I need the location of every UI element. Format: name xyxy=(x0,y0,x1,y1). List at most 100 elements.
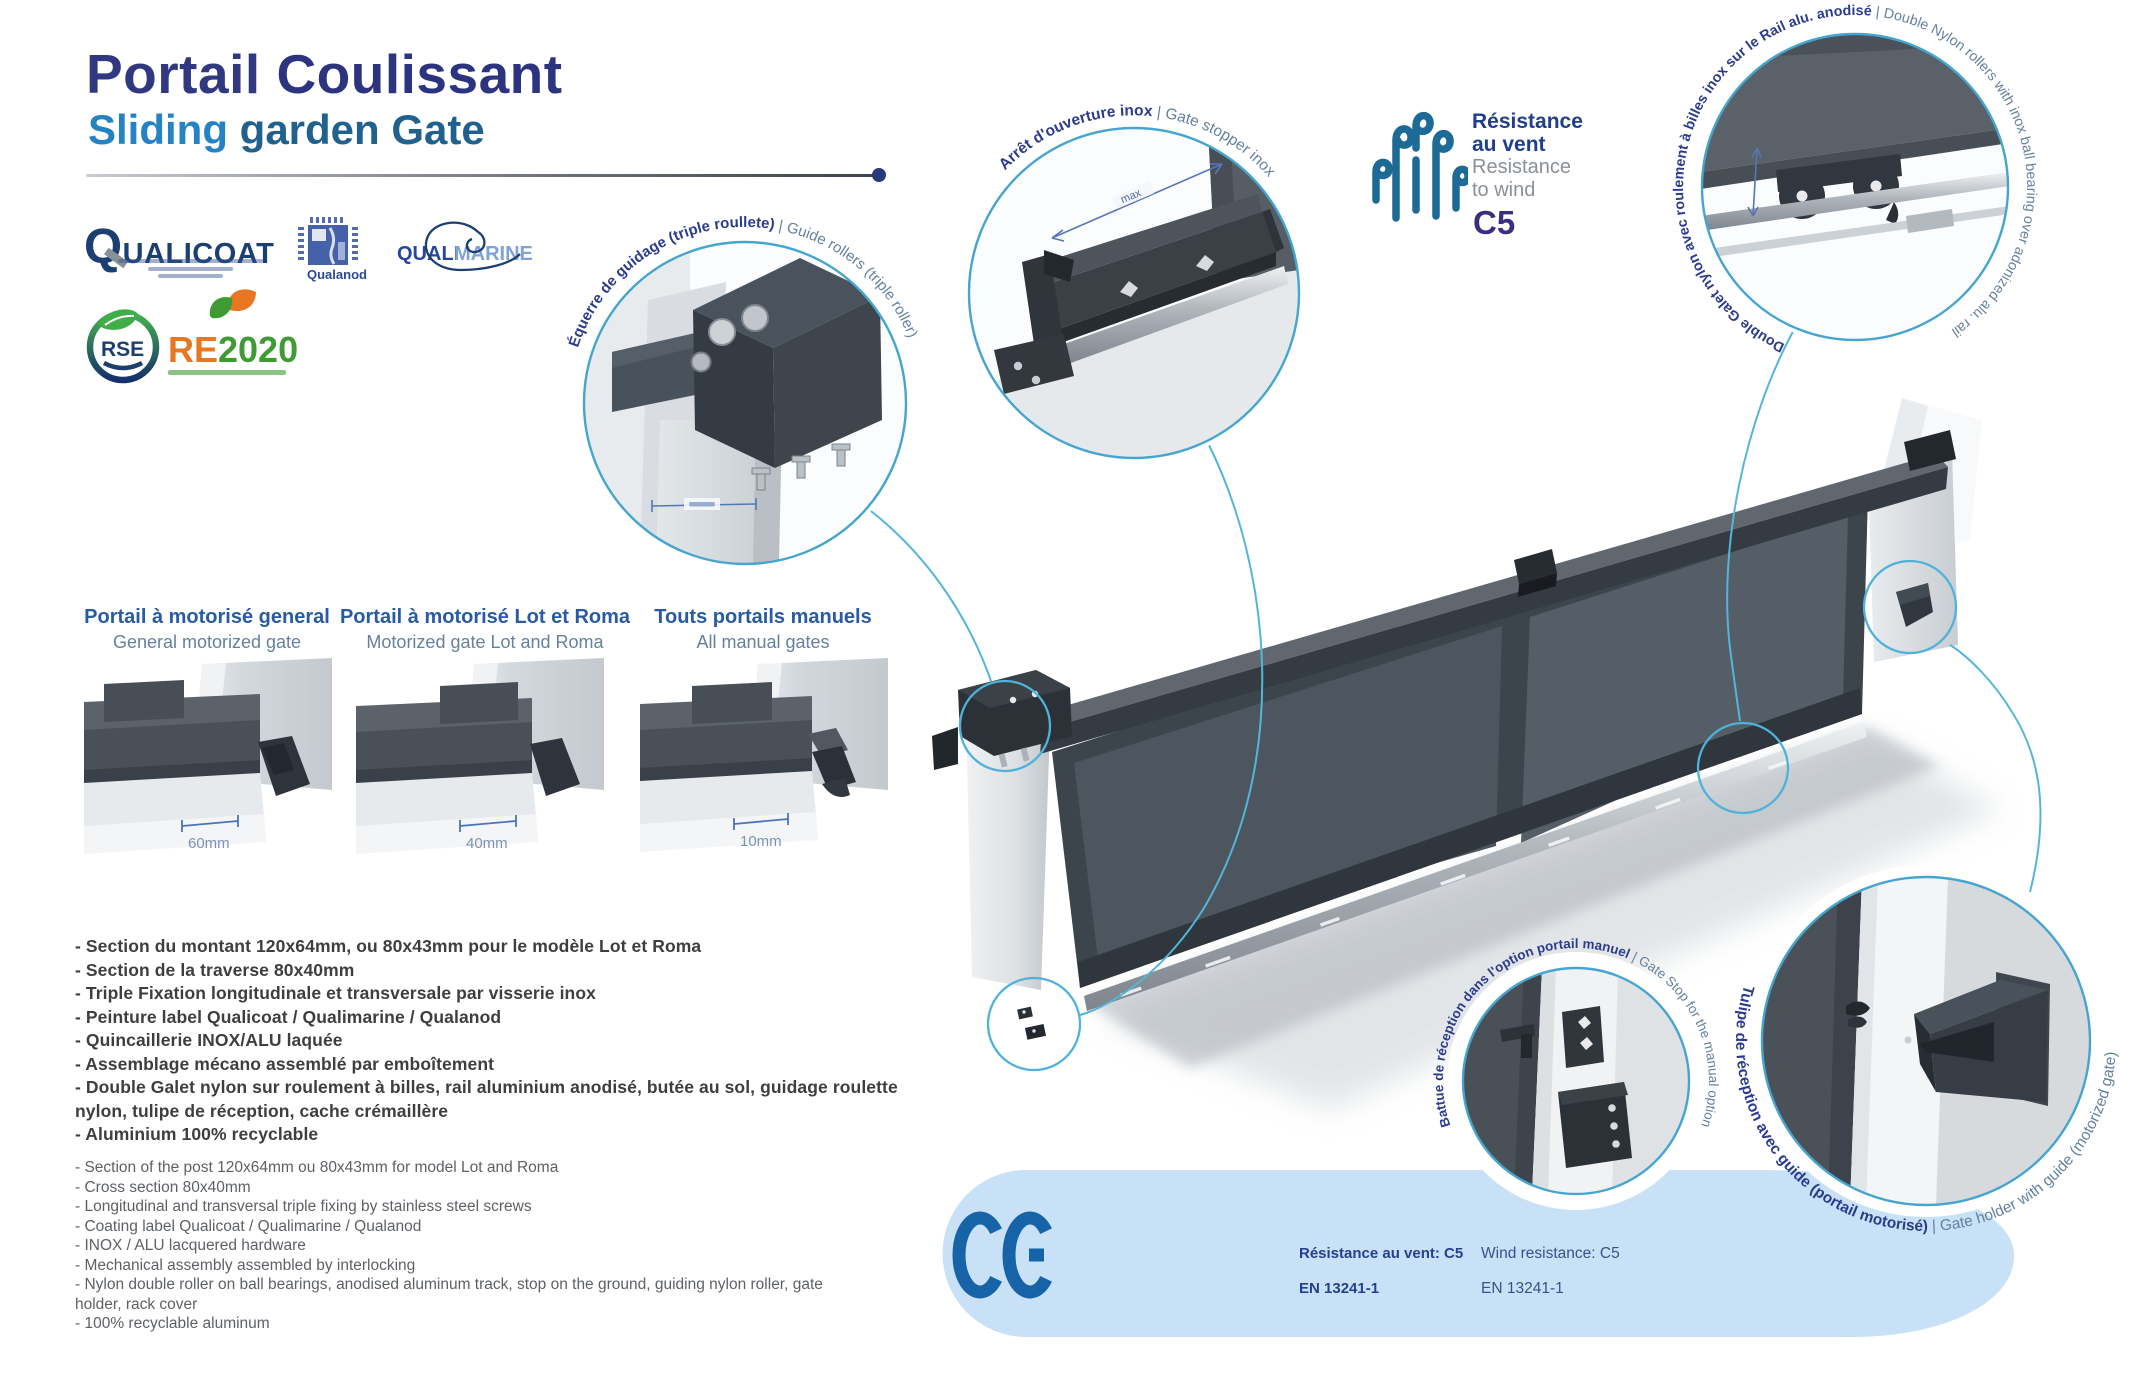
spec-fr-item: - Double Galet nylon sur roulement à bil… xyxy=(75,1077,898,1121)
title-regular: Portail xyxy=(86,43,277,105)
marker-guide-bracket xyxy=(958,679,1052,773)
qualicoat-subtext-line xyxy=(118,259,263,263)
spec-fr-item: - Triple Fixation longitudinale et trans… xyxy=(75,983,596,1003)
spec-fr-item: - Section de la traverse 80x40mm xyxy=(75,959,355,980)
variant-thumb-3: 10mm xyxy=(640,658,888,852)
variant-thumb-1: 60mm xyxy=(84,658,332,854)
variant-2-en: Motorized gate Lot and Roma xyxy=(366,632,604,652)
variant-1-fr: Portail à motorisé general xyxy=(84,606,330,628)
variant-caption-2: Portail à motorisé Lot et Roma Motorized… xyxy=(325,606,645,653)
header-rule-dot xyxy=(872,168,886,182)
band-fr-line1: Résistance au vent: C5 xyxy=(1299,1245,1464,1262)
gate-shadow-far xyxy=(1100,740,2000,1110)
variant-thumb-2: 40mm xyxy=(356,658,604,854)
band-fr-line2: EN 13241-1 xyxy=(1299,1280,1380,1297)
left-post xyxy=(966,716,1050,990)
connector-equerre xyxy=(866,507,992,682)
wind-fr-line2: au vent xyxy=(1472,133,1546,156)
ground-stop xyxy=(1017,1006,1047,1040)
variant-3-dim: 10mm xyxy=(740,833,782,850)
equerre-ring xyxy=(582,240,908,566)
wind-fr-line1: Résistance xyxy=(1472,110,1583,133)
connector-arret xyxy=(1079,440,1264,1016)
tulipe-ring xyxy=(1760,875,2092,1207)
header-rule xyxy=(86,174,876,177)
logo-rse: RSE xyxy=(86,309,160,384)
re2020-subtext-line xyxy=(168,370,286,375)
logo-qualicoat: QUALICOAT xyxy=(84,220,275,274)
title-bold: Coulissant xyxy=(276,43,563,105)
variant-3-fr: Touts portails manuels xyxy=(654,606,872,628)
subtitle-rest: garden Gate xyxy=(228,106,485,153)
battue-photo xyxy=(1463,968,1689,1194)
band-shape xyxy=(942,1170,2015,1337)
page-title: Portail Coulissant xyxy=(86,42,563,106)
spec-fr-item: - Peinture label Qualicoat / Qualimarine… xyxy=(75,1006,502,1027)
variant-caption-1: Portail à motorisé general General motor… xyxy=(47,606,367,653)
gate-shadow xyxy=(1086,726,1940,1068)
logo-qualanod: Qualanod xyxy=(298,217,367,282)
spec-en-item: - INOX / ALU lacquered hardware xyxy=(75,1237,306,1254)
logo-re2020: RE 2020 xyxy=(168,289,298,375)
band-text-fr: Résistance au vent: C5 EN 13241-1 xyxy=(1299,1236,1463,1306)
ce-mark-icon xyxy=(952,1211,1052,1299)
rse-label: RSE xyxy=(101,338,144,361)
re2020-leaf-orange xyxy=(228,289,256,312)
spec-fr-item: - Quincaillerie INOX/ALU laquée xyxy=(75,1030,343,1050)
variant-3-en: All manual gates xyxy=(696,632,830,652)
subtitle-bold: Sliding xyxy=(88,106,228,153)
callout-galet: Double Galet nylon avec roulement à bill… xyxy=(1671,3,2039,355)
spec-en-item: - Cross section 80x40mm xyxy=(75,1178,251,1196)
galet-ring xyxy=(1700,32,2010,342)
variant-caption-3: Touts portails manuels All manual gates xyxy=(603,606,923,653)
wind-class: C5 xyxy=(1473,204,1516,241)
variant-2-dim: 40mm xyxy=(466,835,508,852)
spec-en-item: - Coating label Qualicoat / Qualimarine … xyxy=(75,1217,422,1235)
spec-en-item: - Longitudinal and transversal triple fi… xyxy=(75,1198,532,1215)
specs-list-fr: - Section du montant 120x64mm, ou 80x43m… xyxy=(75,935,925,1147)
re2020-year: 2020 xyxy=(218,329,298,370)
variant-1-en: General motorized gate xyxy=(112,632,302,652)
spec-en-item: - Section of the post 120x64mm ou 80x43m… xyxy=(75,1159,559,1176)
qualanod-label: Qualanod xyxy=(307,267,367,282)
callout-tulipe: Tulipe de réception avec guide (portail … xyxy=(1732,865,2120,1235)
specs-list-en: - Section of the post 120x64mm ou 80x43m… xyxy=(75,1158,850,1334)
marker-ground-stop xyxy=(986,976,1082,1072)
arret-photo: max xyxy=(969,128,1299,458)
equerre-photo xyxy=(584,242,906,564)
marker-tulipe xyxy=(1862,559,1958,655)
rack-strip xyxy=(1084,722,1867,1011)
galet-photo xyxy=(1702,34,2008,340)
qualimarine-label-2: MARINE xyxy=(454,243,532,265)
gate-panel xyxy=(1030,430,1956,988)
re2020-leaf-green xyxy=(209,296,233,319)
spec-en-item: - 100% recyclable aluminum xyxy=(75,1315,270,1332)
battue-ring xyxy=(1461,966,1691,1196)
logo-qualimarine: QUALI MARINE xyxy=(397,221,532,272)
qualicoat-subtext-line3 xyxy=(158,274,223,278)
connector-galet xyxy=(1726,327,1796,722)
band-en-line2: EN 13241-1 xyxy=(1481,1280,1564,1297)
variant-1-dim: 60mm xyxy=(188,835,230,852)
variant-2-fr: Portail à motorisé Lot et Roma xyxy=(339,606,631,628)
marker-circles xyxy=(958,559,1958,1072)
wind-icon xyxy=(1372,112,1468,222)
re2020-re: RE xyxy=(168,329,218,370)
spec-fr-item: - Aluminium 100% recyclable xyxy=(75,1124,319,1144)
qualicoat-subtext-line2 xyxy=(148,267,233,271)
wind-resistance-text: Résistance au vent Resistance to wind xyxy=(1472,110,1583,202)
spec-en-item: - Nylon double roller on ball bearings, … xyxy=(75,1276,823,1313)
callout-battue: Battue de réception dans l'option portai… xyxy=(1431,936,1721,1210)
guide-bracket xyxy=(932,670,1072,770)
spec-en-item: - Mechanical assembly assembled by inter… xyxy=(75,1256,416,1274)
band-text-en: Wind resistance: C5 EN 13241-1 xyxy=(1481,1236,1620,1306)
rse-leaf xyxy=(99,309,138,330)
arret-ring xyxy=(967,126,1301,460)
page-subtitle: Sliding garden Gate xyxy=(88,106,485,154)
marker-rack xyxy=(1696,721,1790,815)
wind-en-line2: to wind xyxy=(1472,179,1536,201)
callout-equerre: Équerre de guidage (triple roullete) | G… xyxy=(566,214,921,569)
connector-tulipe xyxy=(1949,644,2042,893)
